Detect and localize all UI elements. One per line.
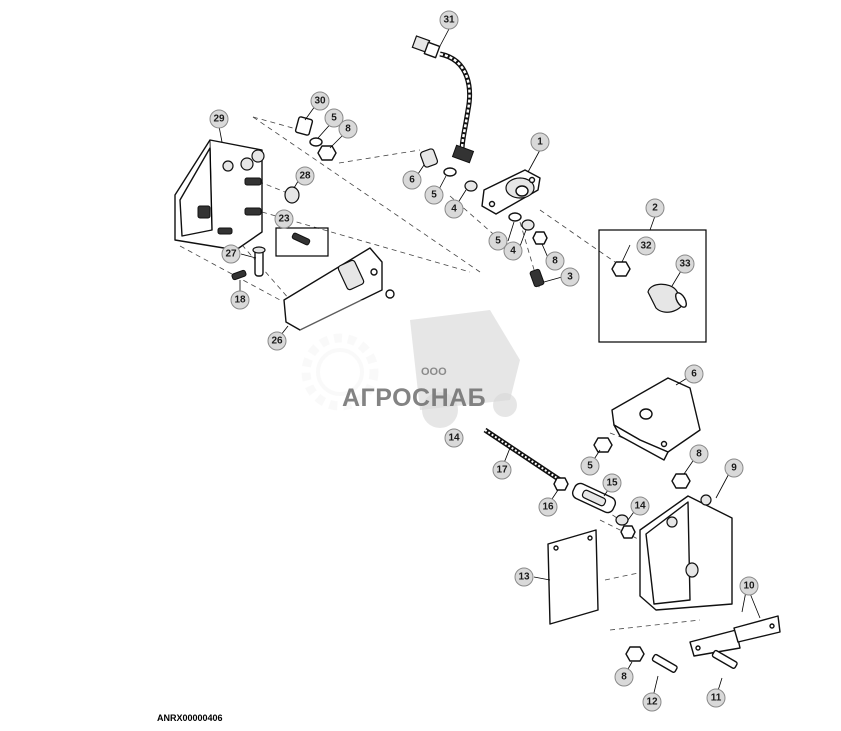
svg-text:10: 10 — [743, 581, 755, 592]
svg-text:27: 27 — [225, 249, 237, 260]
part-31-cable — [411, 35, 475, 164]
callout-18: 17 — [492, 460, 512, 480]
hardware-group-top — [284, 116, 548, 288]
part-27-pin — [231, 246, 266, 281]
part-1-switch-plate — [481, 169, 541, 215]
callout-12: 11 — [706, 688, 726, 708]
callout-15: 14 — [630, 496, 650, 516]
callout-26: 26 — [267, 331, 287, 351]
part-10-right-bracket — [639, 494, 733, 611]
svg-text:5: 5 — [431, 190, 437, 201]
callout-14: 13 — [514, 567, 534, 587]
parts-12-13-bolts — [651, 649, 738, 673]
callout-23: 18 — [230, 290, 250, 310]
callout-28: 29 — [209, 109, 229, 129]
svg-text:8: 8 — [552, 256, 558, 267]
callouts: 31 1 2 3 4 5 6 5 4 8 30 5 8 29 28 23 27 … — [209, 10, 759, 712]
callout-13: 12 — [642, 692, 662, 712]
hardware-group-right — [593, 437, 691, 662]
svg-text:3: 3 — [567, 272, 573, 283]
part-2-sensor-kit-box — [598, 229, 707, 343]
svg-text:15: 15 — [606, 478, 618, 489]
callout-8: 6 — [684, 364, 704, 384]
svg-text:18: 18 — [234, 295, 246, 306]
svg-text:8: 8 — [621, 672, 627, 683]
svg-text:17: 17 — [496, 465, 508, 476]
callout-11: 10 — [739, 576, 759, 596]
part-28-left-bracket — [174, 139, 265, 251]
svg-text:29: 29 — [213, 114, 225, 125]
callout-6: 6 — [402, 170, 422, 190]
svg-text:5: 5 — [587, 461, 593, 472]
callout-27: 27 — [221, 244, 241, 264]
svg-text:12: 12 — [646, 697, 658, 708]
watermark-prefix: ООО — [421, 366, 447, 378]
callout-7: 5 — [580, 456, 600, 476]
part-18-threaded-rod — [483, 427, 562, 483]
svg-text:23: 23 — [278, 214, 290, 225]
callout-31: 31 — [439, 10, 459, 30]
svg-text:4: 4 — [510, 246, 516, 257]
svg-text:26: 26 — [271, 336, 283, 347]
callout-33: 33 — [675, 254, 695, 274]
svg-text:4: 4 — [451, 204, 457, 215]
svg-text:8: 8 — [345, 124, 351, 135]
callout-9b: 8 — [338, 119, 358, 139]
svg-text:9: 9 — [731, 463, 737, 474]
part-16-turnbuckle — [553, 477, 636, 539]
callout-4: 4 — [444, 199, 464, 219]
watermark-logo — [300, 300, 540, 440]
svg-text:31: 31 — [443, 15, 455, 26]
callout-10: 9 — [724, 458, 744, 478]
svg-text:14: 14 — [634, 501, 646, 512]
callout-32: 32 — [636, 236, 656, 256]
callout-5: 5 — [424, 185, 444, 205]
callout-5c: 5 — [324, 108, 344, 128]
svg-text:32: 32 — [640, 241, 652, 252]
callout-5b: 5 — [488, 231, 508, 251]
part-14-flat-plate — [547, 529, 599, 625]
svg-text:33: 33 — [679, 259, 691, 270]
callout-3: 3 — [560, 267, 580, 287]
svg-text:6: 6 — [409, 175, 415, 186]
watermark-name: АГРОСНАБ — [342, 384, 487, 412]
callout-2: 2 — [645, 198, 665, 218]
callout-1: 1 — [530, 132, 550, 152]
callout-29: 28 — [295, 166, 315, 186]
svg-text:2: 2 — [652, 203, 658, 214]
callout-16: 15 — [602, 473, 622, 493]
part-25-kit-box — [275, 227, 329, 257]
part-11-straps — [689, 615, 781, 657]
callout-30: 30 — [310, 91, 330, 111]
svg-text:5: 5 — [495, 236, 501, 247]
callout-4b: 4 — [503, 241, 523, 261]
callout-25: 23 — [274, 209, 294, 229]
svg-text:1: 1 — [537, 137, 543, 148]
svg-text:8: 8 — [696, 449, 702, 460]
callout-17: 16 — [538, 497, 558, 517]
svg-text:16: 16 — [542, 502, 554, 513]
callout-15b: 14 — [444, 428, 464, 448]
callout-9a: 8 — [545, 251, 565, 271]
svg-text:30: 30 — [314, 96, 326, 107]
svg-text:13: 13 — [518, 572, 530, 583]
svg-text:28: 28 — [299, 171, 311, 182]
callout-9d: 8 — [614, 667, 634, 687]
drawing-code: ANRX00000406 — [157, 713, 223, 723]
svg-text:11: 11 — [711, 693, 722, 704]
svg-text:5: 5 — [331, 113, 337, 124]
callout-9c: 8 — [689, 444, 709, 464]
part-8-cover-bracket — [611, 377, 701, 461]
part-26-mounting-plate — [283, 247, 395, 331]
svg-text:14: 14 — [448, 433, 460, 444]
svg-text:6: 6 — [691, 369, 697, 380]
